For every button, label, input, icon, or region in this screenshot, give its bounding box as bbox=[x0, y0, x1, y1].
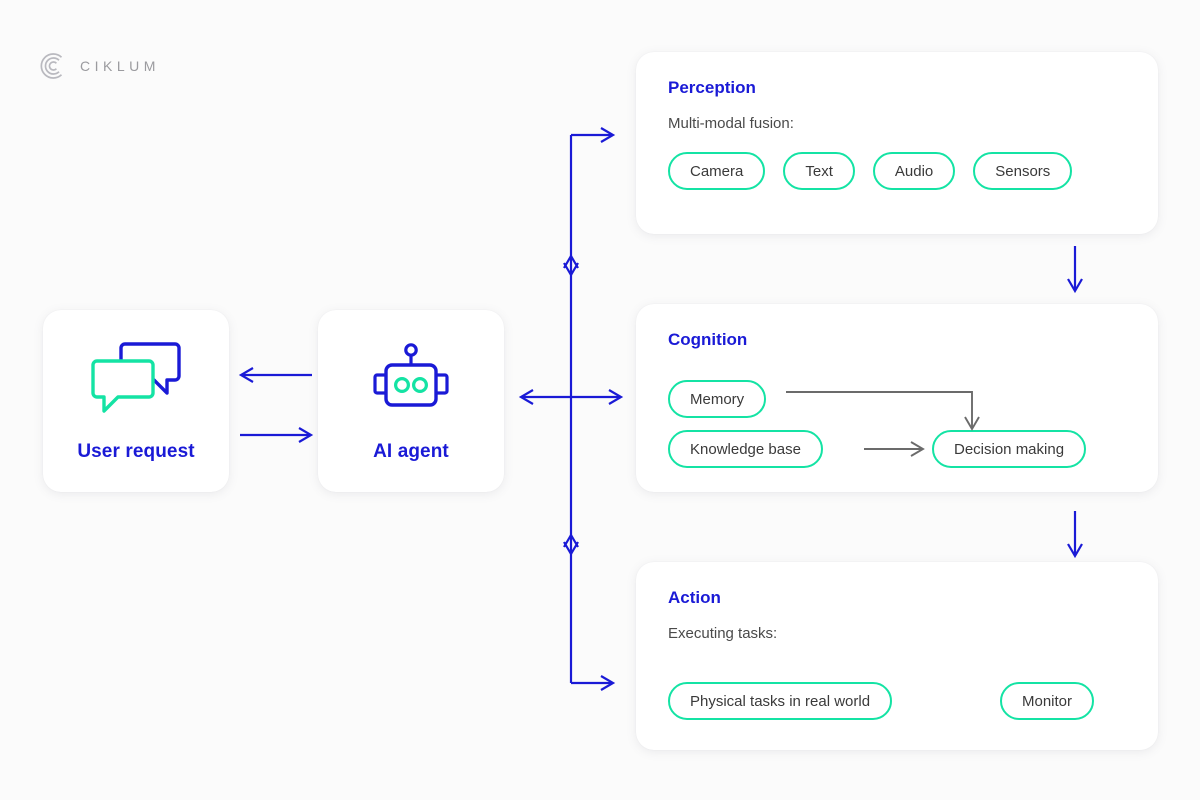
ciklum-arcs-logo-icon bbox=[40, 53, 63, 79]
chat-bubbles-icon bbox=[91, 342, 181, 413]
connector-cognition-to-action bbox=[1067, 511, 1083, 559]
node-card-ai-agent[interactable]: AI agent bbox=[318, 310, 504, 492]
robot-icon bbox=[373, 343, 449, 407]
brand-logo: CIKLUM bbox=[40, 52, 160, 80]
node-card-user-request[interactable]: User request bbox=[43, 310, 229, 492]
panel-title-perception: Perception bbox=[668, 78, 756, 97]
connector-spine-bidirectional-lower bbox=[563, 532, 579, 557]
node-label-user-request: User request bbox=[77, 441, 195, 462]
connector-spine-bidirectional-upper bbox=[563, 253, 579, 278]
panel-title-cognition: Cognition bbox=[668, 330, 748, 349]
pill-physical-tasks[interactable]: Physical tasks in real world bbox=[668, 682, 893, 720]
panel-subtitle-perception: Multi-modal fusion: bbox=[668, 115, 794, 132]
connector-perception-to-cognition bbox=[1067, 246, 1083, 294]
connector-agent-to-user bbox=[238, 367, 312, 383]
pill-decision-making[interactable]: Decision making bbox=[932, 430, 1087, 468]
pill-group-perception: Camera Text Audio Sensors bbox=[668, 152, 1073, 190]
pill-memory[interactable]: Memory bbox=[668, 380, 767, 418]
pill-monitor[interactable]: Monitor bbox=[1000, 682, 1095, 720]
brand-name: CIKLUM bbox=[80, 58, 160, 74]
panel-card-action[interactable]: Action Executing tasks: bbox=[636, 562, 1158, 750]
node-label-ai-agent: AI agent bbox=[373, 441, 449, 462]
panel-subtitle-action: Executing tasks: bbox=[668, 625, 778, 642]
pill-text[interactable]: Text bbox=[783, 152, 855, 190]
pill-sensors[interactable]: Sensors bbox=[973, 152, 1073, 190]
panel-card-perception[interactable]: Perception Multi-modal fusion: Camera Te… bbox=[636, 52, 1158, 234]
connector-agent-to-spine bbox=[518, 389, 624, 405]
pill-knowledge-base[interactable]: Knowledge base bbox=[668, 430, 823, 468]
pill-camera[interactable]: Camera bbox=[668, 152, 766, 190]
connector-spine-to-action bbox=[571, 675, 616, 691]
panel-title-action: Action bbox=[668, 588, 721, 607]
pill-audio[interactable]: Audio bbox=[872, 152, 956, 190]
connector-spine-to-perception bbox=[571, 127, 616, 143]
connector-user-to-agent bbox=[240, 427, 314, 443]
